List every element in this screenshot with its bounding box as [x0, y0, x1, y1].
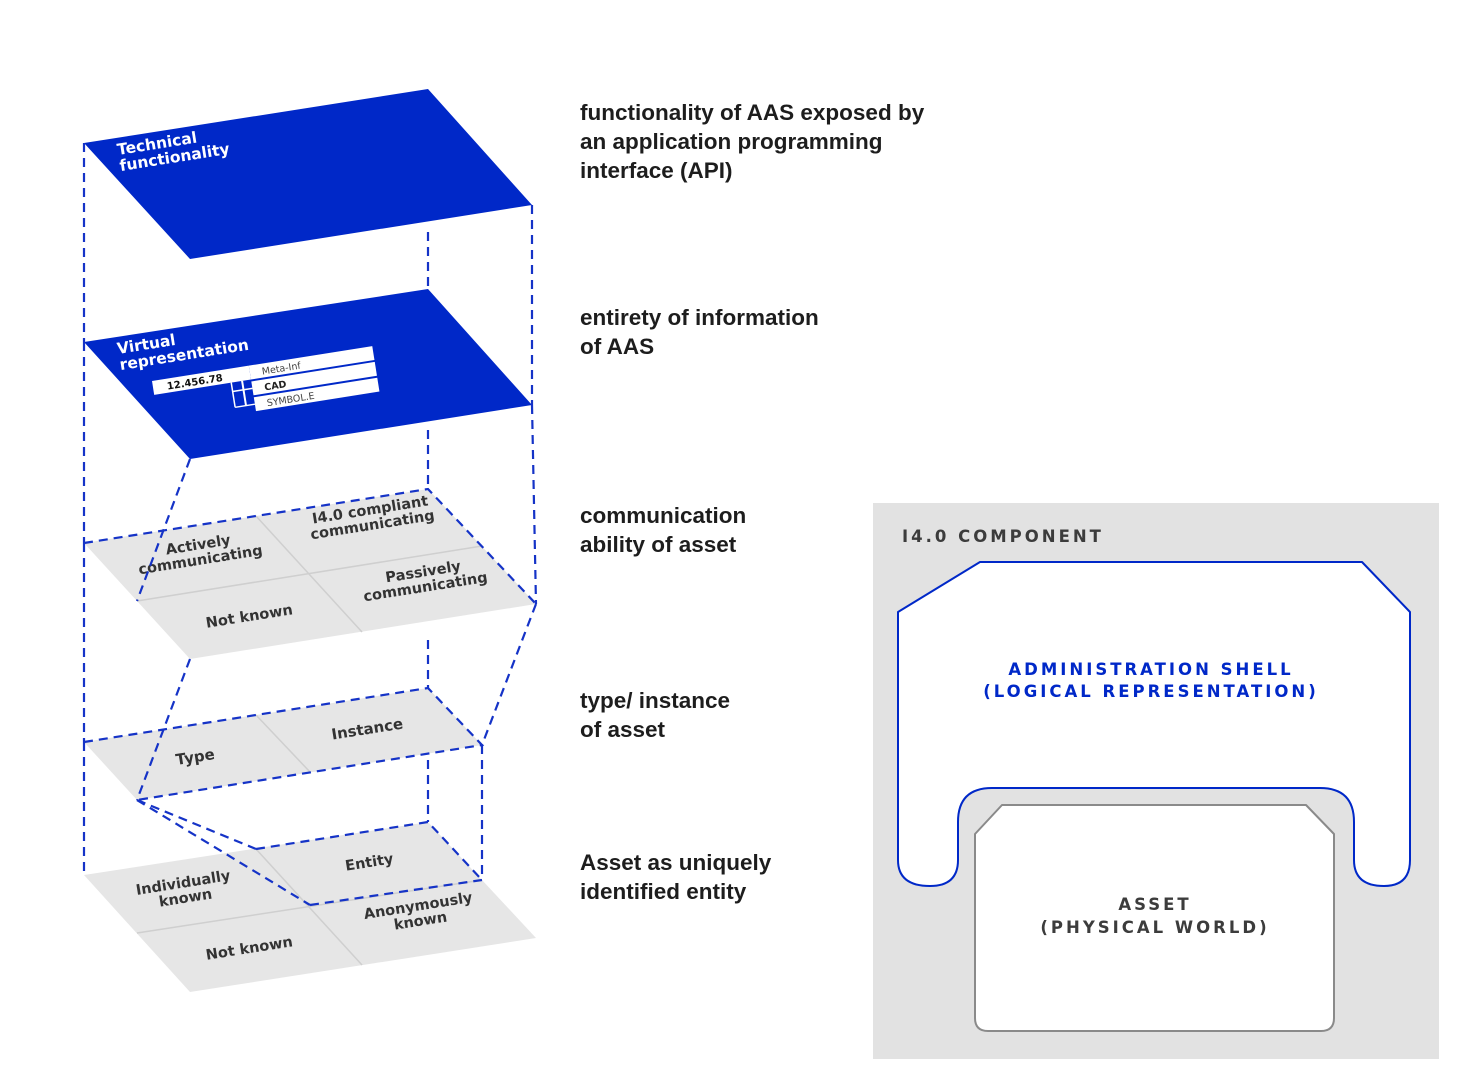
- i40-component-title: I4.0 COMPONENT: [902, 527, 1104, 546]
- svg-text:Entity: Entity: [344, 851, 395, 874]
- layer-asset-plane: Individuallyknown Entity Not known Anony…: [84, 822, 536, 992]
- layer-type-instance-plane: Type Instance: [84, 688, 482, 800]
- type-cell: Type: [174, 745, 215, 769]
- virtual-info-tree: 12.456.78 Meta-Inf CAD SYMBOL.E: [152, 346, 380, 412]
- asset-box: [974, 804, 1335, 1032]
- layer-virtual-plane: Virtualrepresentation 12.456.78 Meta-Inf…: [84, 289, 532, 459]
- admin-shell-outline: [897, 561, 1411, 887]
- asset-subtitle: (PHYSICAL WORLD): [1040, 918, 1269, 937]
- layer-communication-plane: Activelycommunicating I4.0 compliantcomm…: [84, 489, 536, 659]
- i40-component-panel: I4.0 COMPONENT ADMINISTRATION SHELL (LOG…: [873, 503, 1439, 1059]
- dashed-connectors: [82, 143, 538, 907]
- tree-item-cad: CAD: [264, 379, 288, 393]
- technical-layer-description: functionality of AAS exposed by an appli…: [580, 100, 925, 183]
- asset-title: ASSET: [1118, 895, 1191, 914]
- asset-layer-description: Asset as uniquely identified entity: [580, 850, 772, 904]
- communication-layer-description: communication ability of asset: [580, 503, 747, 557]
- virtual-layer-description: entirety of information of AAS: [580, 305, 819, 359]
- asset-cell-entity: Entity: [344, 851, 395, 874]
- layer-technical-plane: Technicalfunctionality: [84, 89, 532, 259]
- admin-shell-title: ADMINISTRATION SHELL: [1008, 660, 1293, 679]
- type-instance-layer-description: type/ instance of asset: [580, 688, 731, 742]
- svg-text:Type: Type: [174, 745, 215, 769]
- admin-shell-subtitle: (LOGICAL REPRESENTATION): [983, 682, 1319, 701]
